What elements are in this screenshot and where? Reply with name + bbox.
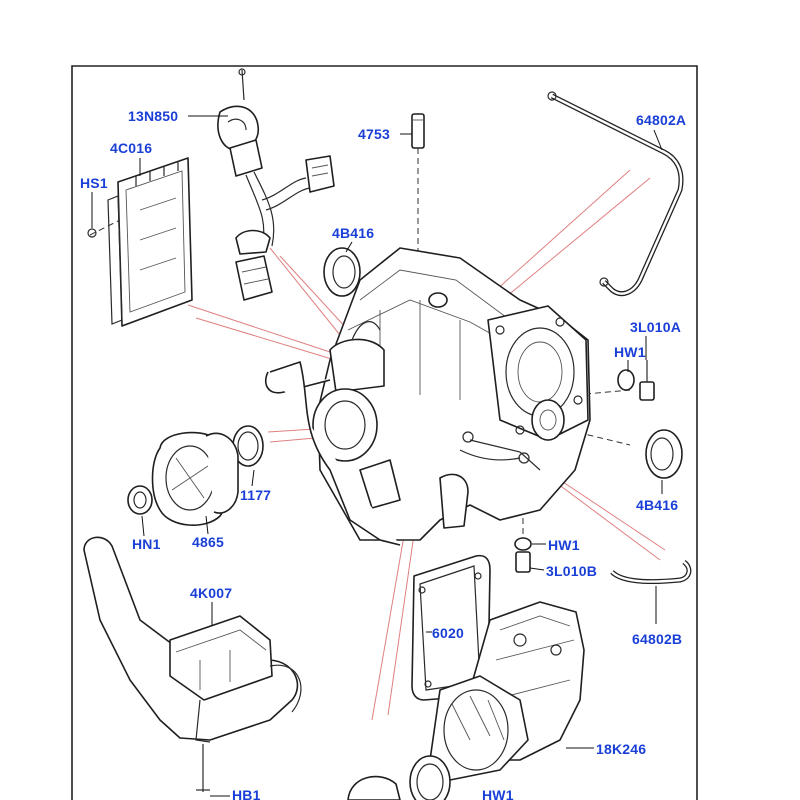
rear-housing-18k246 bbox=[429, 601, 585, 781]
callout-6020: 6020 bbox=[432, 625, 464, 641]
callout-hs1: HS1 bbox=[80, 175, 108, 191]
callout-hw1-mid: HW1 bbox=[548, 537, 580, 553]
pipe-64802a bbox=[547, 91, 684, 297]
callout-13n850: 13N850 bbox=[128, 108, 178, 124]
bolt-3l010b bbox=[515, 551, 531, 573]
callout-4753: 4753 bbox=[358, 126, 390, 142]
callout-labels: 13N850 4753 64802A 4C016 HS1 4B416 3L010… bbox=[80, 108, 686, 800]
wiring-harness-13n850 bbox=[217, 68, 335, 301]
leader-lines bbox=[91, 115, 663, 797]
callout-4b416-top: 4B416 bbox=[332, 225, 374, 241]
washer-hw1-mid bbox=[514, 537, 532, 551]
seal-4b416-right bbox=[645, 429, 683, 479]
washer-hw1-right bbox=[617, 369, 635, 391]
callout-3l010a: 3L010A bbox=[630, 319, 681, 335]
callout-4b416-right: 4B416 bbox=[636, 497, 678, 513]
callout-4865: 4865 bbox=[192, 534, 224, 550]
bolt-3l010a bbox=[639, 360, 655, 401]
pipe-64802b bbox=[610, 560, 692, 585]
callout-hb1: HB1 bbox=[232, 787, 261, 800]
dowel-4753 bbox=[411, 113, 425, 149]
callout-3l010b: 3L010B bbox=[546, 563, 597, 579]
callout-hn1: HN1 bbox=[132, 536, 161, 552]
bottom-parts bbox=[347, 755, 451, 800]
flange-4865 bbox=[151, 431, 239, 526]
callout-1177: 1177 bbox=[240, 487, 271, 503]
callout-hw1-right: HW1 bbox=[614, 344, 646, 360]
callout-4c016: 4C016 bbox=[110, 140, 152, 156]
callout-64802b: 64802B bbox=[632, 631, 682, 647]
callout-18k246: 18K246 bbox=[596, 741, 646, 757]
transfer-case-housing bbox=[264, 247, 591, 546]
diagram-frame bbox=[71, 65, 698, 800]
callout-4k007: 4K007 bbox=[190, 585, 232, 601]
callout-64802a: 64802A bbox=[636, 112, 686, 128]
nut-hn1 bbox=[127, 485, 153, 515]
seal-4b416-top bbox=[323, 247, 361, 297]
callout-hw1-bottom: HW1 bbox=[482, 787, 514, 800]
control-module-4c016 bbox=[87, 157, 193, 327]
bracket-4k007 bbox=[83, 536, 302, 792]
